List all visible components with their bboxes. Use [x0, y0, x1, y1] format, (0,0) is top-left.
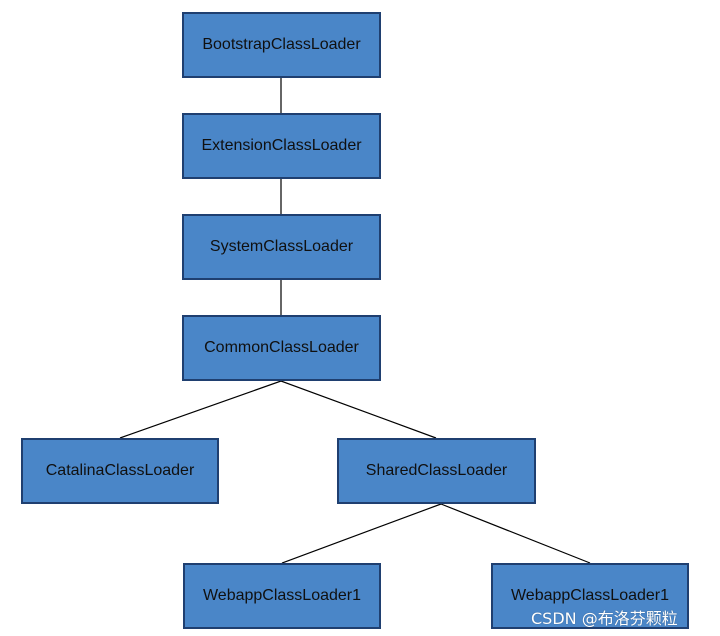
shared-classloader-node: SharedClassLoader: [337, 438, 536, 504]
webapp-classloader-left-node: WebappClassLoader1: [183, 563, 381, 629]
node-label: SystemClassLoader: [209, 238, 354, 255]
edge-common-shared: [280, 380, 437, 439]
edge-shared-webapp-left: [281, 503, 442, 564]
node-label: CommonClassLoader: [204, 339, 359, 356]
watermark-text: CSDN @布洛芬颗粒: [531, 609, 678, 628]
node-label: WebappClassLoader1: [202, 587, 362, 604]
node-label: WebappClassLoader1: [510, 587, 670, 604]
common-classloader-node: CommonClassLoader: [182, 315, 381, 381]
system-classloader-node: SystemClassLoader: [182, 214, 381, 280]
edge-common-catalina: [119, 380, 282, 439]
node-label: BootstrapClassLoader: [202, 36, 361, 53]
catalina-classloader-node: CatalinaClassLoader: [21, 438, 219, 504]
edge-shared-webapp-right: [440, 503, 591, 564]
webapp-classloader-right-node: WebappClassLoader1: [491, 563, 689, 629]
node-label: SharedClassLoader: [365, 462, 508, 479]
bootstrap-classloader-node: BootstrapClassLoader: [182, 12, 381, 78]
node-label: ExtensionClassLoader: [201, 137, 362, 154]
extension-classloader-node: ExtensionClassLoader: [182, 113, 381, 179]
node-label: CatalinaClassLoader: [45, 462, 195, 479]
